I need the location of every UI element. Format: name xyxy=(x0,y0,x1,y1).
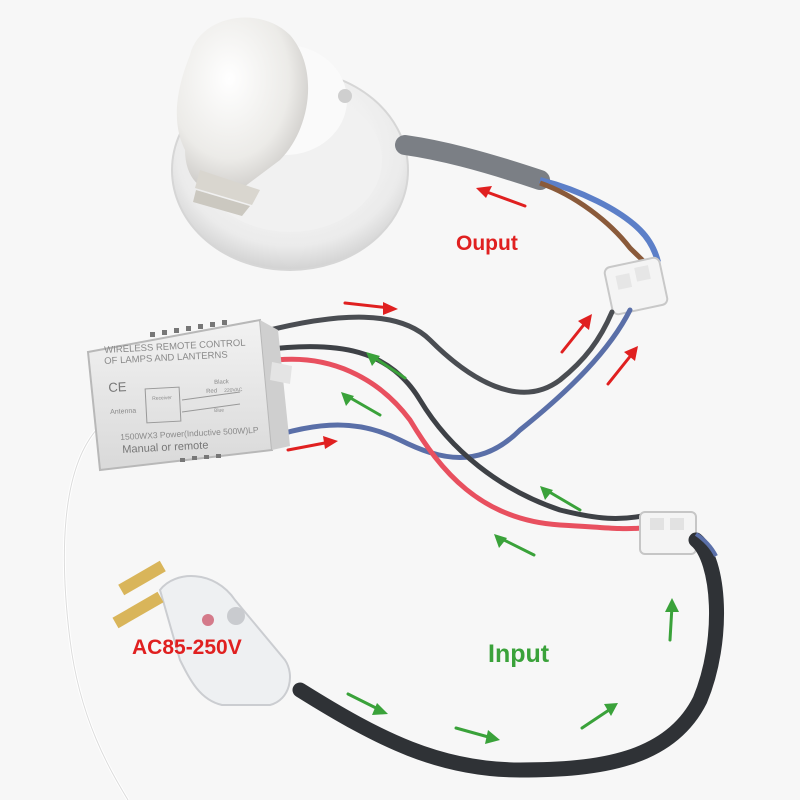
red-arrow-icon xyxy=(286,436,338,452)
green-arrow-icon xyxy=(580,703,618,730)
green-arrow-icon xyxy=(540,486,582,512)
red-arrow-icon xyxy=(606,346,638,386)
green-arrow-icon xyxy=(341,392,382,417)
green-arrow-icon xyxy=(346,692,388,715)
voltage-spec-label: 220VAC xyxy=(224,387,243,394)
output-connector xyxy=(603,256,669,316)
controller-box xyxy=(86,318,292,472)
input-label: Input xyxy=(488,640,550,668)
input-connector xyxy=(639,511,697,555)
output-arrows xyxy=(286,186,638,452)
red-wire-label: Red xyxy=(206,388,218,395)
voltage-label: AC85-250V xyxy=(132,636,242,659)
gray-wire-output xyxy=(259,309,615,395)
input-arrows xyxy=(341,352,679,744)
blue-wire-label: Blue xyxy=(214,407,225,414)
output-cable xyxy=(395,135,550,190)
red-arrow-icon xyxy=(343,301,398,315)
ce-mark: CE xyxy=(108,379,127,395)
red-wire-input xyxy=(259,356,645,532)
green-arrow-icon xyxy=(454,726,500,744)
red-arrow-icon xyxy=(560,314,592,354)
black-wire-label: Black xyxy=(214,379,229,386)
output-label: Ouput xyxy=(456,232,518,255)
antenna-label: Antenna xyxy=(110,407,137,416)
switch-label: Receiver xyxy=(152,394,173,402)
green-arrow-icon xyxy=(665,598,679,642)
red-arrow-icon xyxy=(476,186,527,208)
input-cable xyxy=(292,532,724,778)
ac-plug xyxy=(112,560,291,706)
blue-wire-output xyxy=(259,307,633,460)
light-bulb xyxy=(176,17,309,216)
black-wire-input xyxy=(259,344,645,521)
green-arrow-icon xyxy=(366,352,407,380)
green-arrow-icon xyxy=(494,534,536,557)
